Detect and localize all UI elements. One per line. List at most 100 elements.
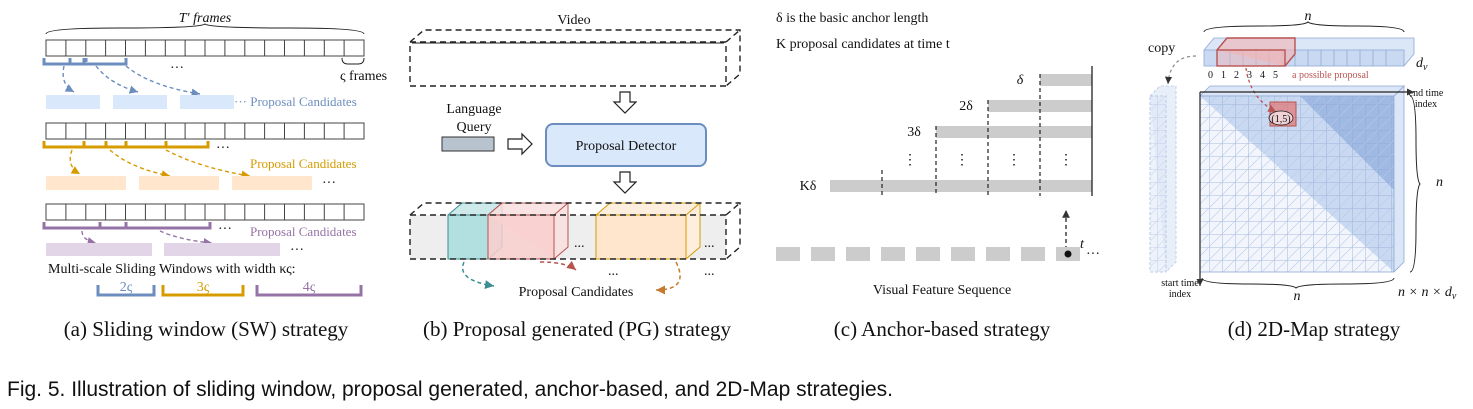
svg-text:1: 1 [1221, 70, 1226, 81]
anchor-bar-3 [936, 126, 1092, 138]
scale-3: 3ς [197, 280, 210, 295]
anchor-vdots-2: ⋮ [955, 153, 969, 168]
step-label: ς frames [340, 69, 387, 84]
end-time-label-1: end time [1409, 88, 1444, 99]
anchor-vdots-4: ⋮ [1059, 153, 1073, 168]
copy-strip [1149, 85, 1177, 273]
sw-candidate-blue-3 [180, 95, 234, 109]
sw-dots-1: ··· [170, 61, 184, 76]
sw-candidate-purple-2 [164, 243, 280, 256]
caption-a: (a) Sliding window (SW) strategy [64, 317, 349, 341]
query-label: Query [457, 120, 492, 135]
sw-dots-3: ··· [218, 222, 232, 237]
proposal-candidates-orange: Proposal Candidates [250, 156, 357, 171]
frame-strip-3 [45, 203, 365, 221]
anchor-bar-k [830, 180, 1092, 192]
start-time-label-1: start time [1161, 278, 1199, 289]
anchor-label-3: 3δ [907, 125, 921, 140]
frames-label: T′ frames [179, 11, 232, 26]
index-labels: 0 1 2 3 4 5 [1208, 70, 1278, 81]
pg-dots-3: ... [608, 264, 619, 279]
sw-candidate-blue-1 [46, 95, 100, 109]
svg-text:0: 0 [1208, 70, 1213, 81]
time-label: t [1080, 237, 1085, 252]
side-n-label: n [1436, 175, 1443, 190]
output-video-box [409, 202, 741, 260]
anchor-label-k: Kδ [800, 179, 817, 194]
sw-dots-orange: ··· [322, 176, 336, 191]
proposal-detector-label: Proposal Detector [576, 139, 677, 154]
scale-bracket-3 [161, 285, 245, 297]
sw-candidate-orange-1 [46, 176, 126, 190]
svg-text:2: 2 [1234, 70, 1239, 81]
frame-strip-1 [45, 39, 365, 57]
point-label: (1,5) [1271, 114, 1290, 125]
anchor-bar-1 [1040, 74, 1092, 86]
scale-4: 4ς [303, 280, 316, 295]
anchor-guides [881, 74, 1041, 196]
caption-d: (d) 2D-Map strategy [1228, 317, 1401, 341]
panel-a: T′ frames ··· ς frames ··· Proposal Cand… [42, 11, 387, 341]
sw-candidate-purple-1 [46, 243, 152, 256]
sw-bracket-purple [42, 222, 212, 230]
dims-label: n × n × dv [1398, 285, 1457, 302]
anchor-vdots-1: ⋮ [903, 153, 917, 168]
scale-2: 2ς [120, 280, 133, 295]
anchor-label-2: 2δ [959, 99, 973, 114]
pg-dots-2: ... [704, 236, 715, 251]
caption-b: (b) Proposal generated (PG) strategy [423, 317, 731, 341]
possible-proposal-note: a possible proposal [1292, 70, 1369, 81]
time-point [1064, 250, 1072, 258]
arrow-down-2 [612, 171, 638, 194]
pg-candidates-label: Proposal Candidates [519, 285, 634, 300]
proposal-candidates-blue: ··· Proposal Candidates [234, 94, 357, 109]
svg-text:3: 3 [1247, 70, 1252, 81]
sw-dots-purple: ··· [290, 243, 304, 258]
sequence-label: Visual Feature Sequence [873, 283, 1011, 298]
video-label: Video [557, 13, 590, 28]
frames-brace [45, 23, 365, 35]
sw-candidate-blue-2 [113, 95, 167, 109]
arrow-down-1 [612, 91, 638, 114]
video-box [409, 29, 741, 87]
frame-strip-2 [45, 122, 365, 140]
copy-label: copy [1148, 41, 1175, 56]
proposal-candidates-purple: Proposal Candidates [250, 224, 357, 239]
svg-text:4: 4 [1260, 70, 1265, 81]
feature-sequence [776, 247, 1080, 261]
figure-caption: Fig. 5. Illustration of sliding window, … [7, 378, 893, 401]
svg-text:5: 5 [1273, 70, 1278, 81]
sw-candidate-orange-3 [232, 176, 312, 190]
top-n-label: n [1305, 9, 1312, 24]
anchor-vdots-3: ⋮ [1007, 153, 1021, 168]
anchor-note-1: δ is the basic anchor length [776, 11, 928, 26]
panel-c: δ is the basic anchor length K proposal … [776, 11, 1100, 341]
top-row-strip [1203, 37, 1415, 67]
proposal-detector-box [545, 123, 707, 167]
sw-bracket-orange [42, 141, 210, 149]
multiscale-label: Multi-scale Sliding Windows with width κ… [48, 262, 296, 277]
end-time-label-2: index [1415, 99, 1437, 110]
language-label: Language [446, 102, 501, 117]
map-cube [1199, 85, 1405, 273]
step-brace [341, 57, 365, 65]
start-time-label-2: index [1169, 289, 1191, 300]
sw-candidate-orange-2 [139, 176, 219, 190]
panel-b: Video Language Query Proposal Detector [409, 13, 741, 341]
pg-dots-1: ... [574, 236, 585, 251]
scale-bracket-2 [96, 285, 156, 297]
sw-bracket-blue [42, 58, 128, 66]
anchor-note-2: K proposal candidates at time t [776, 37, 950, 52]
sw-dots-2: ··· [216, 141, 230, 156]
pg-dots-4: ... [704, 264, 715, 279]
arrow-right [507, 132, 533, 156]
panel-d: n copy dv 0 1 2 3 4 5 a possible proposa… [1148, 9, 1457, 341]
sequence-dots: ··· [1086, 247, 1100, 262]
scale-bracket-4 [255, 285, 363, 297]
bottom-n-label: n [1294, 289, 1301, 304]
query-box [441, 136, 495, 152]
dv-label: dv [1416, 56, 1428, 73]
anchor-label-1: δ [1017, 73, 1024, 88]
caption-c: (c) Anchor-based strategy [834, 317, 1051, 341]
